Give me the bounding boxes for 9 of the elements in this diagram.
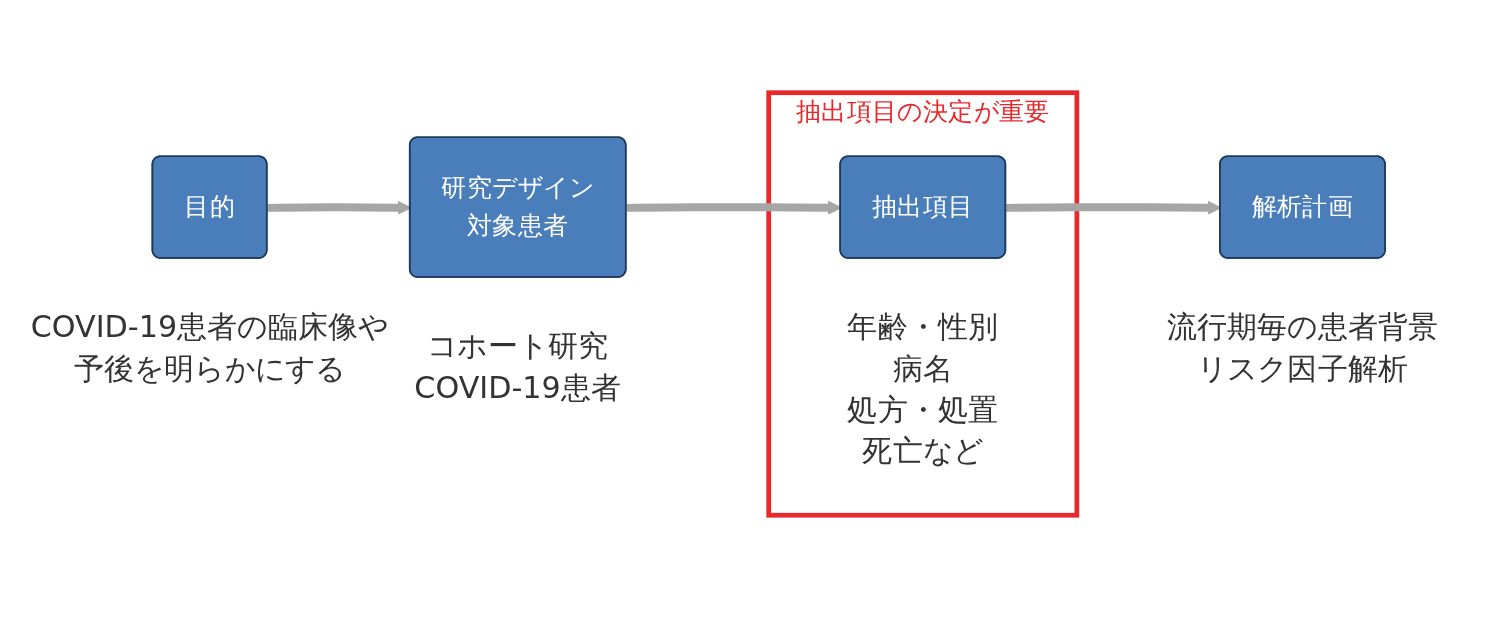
note-text: リスク因子解析 [1196, 349, 1408, 387]
note-text: 死亡など [861, 431, 983, 470]
note-text: 病名 [892, 349, 953, 387]
note-text: コホート研究 [426, 326, 608, 365]
note-text: COVID-19患者 [413, 368, 621, 406]
note-text: 年齢・性別 [846, 307, 998, 346]
note-text: 流行期毎の患者背景 [1166, 307, 1438, 346]
note-text: 処方・処置 [846, 390, 998, 429]
note-text: COVID-19患者の臨床像や予後を明らかにする [29, 307, 389, 387]
